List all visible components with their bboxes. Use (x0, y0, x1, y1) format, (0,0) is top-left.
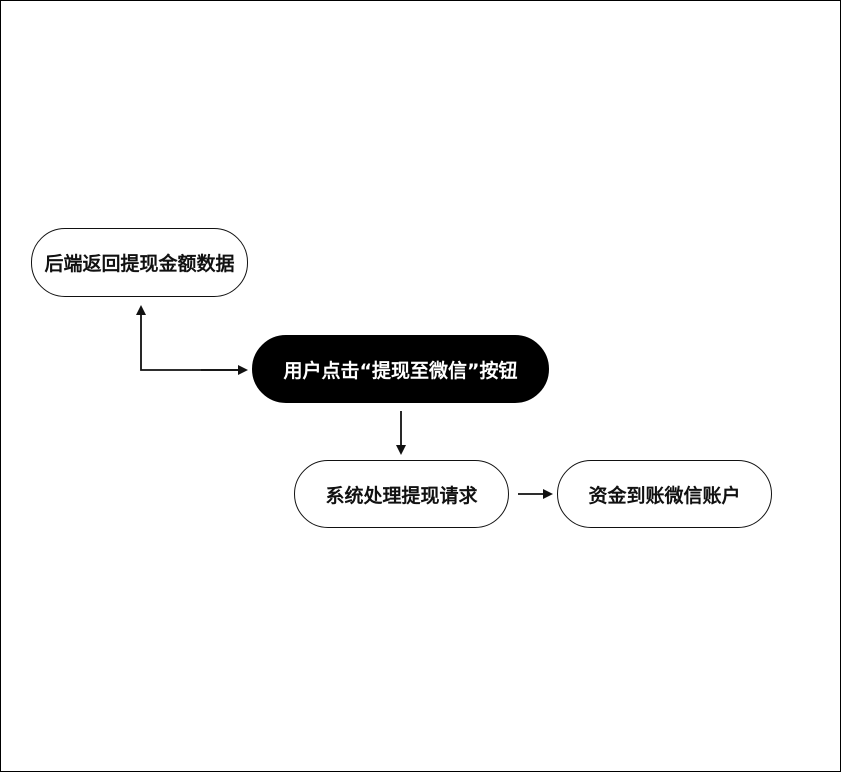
node-label: 资金到账微信账户 (588, 484, 741, 507)
node-label: 系统处理提现请求 (325, 484, 478, 507)
node-label: 后端返回提现金额数据 (44, 253, 235, 275)
node-backend-returns-amount: 后端返回提现金额数据 (31, 228, 248, 297)
node-label: 用户点击“提现至微信”按钮 (283, 359, 518, 382)
node-system-processes: 系统处理提现请求 (294, 460, 509, 528)
node-user-clicks-withdraw: 用户点击“提现至微信”按钮 (252, 335, 549, 403)
node-funds-arrive: 资金到账微信账户 (557, 460, 772, 528)
arrow-click-to-backend (136, 305, 246, 371)
